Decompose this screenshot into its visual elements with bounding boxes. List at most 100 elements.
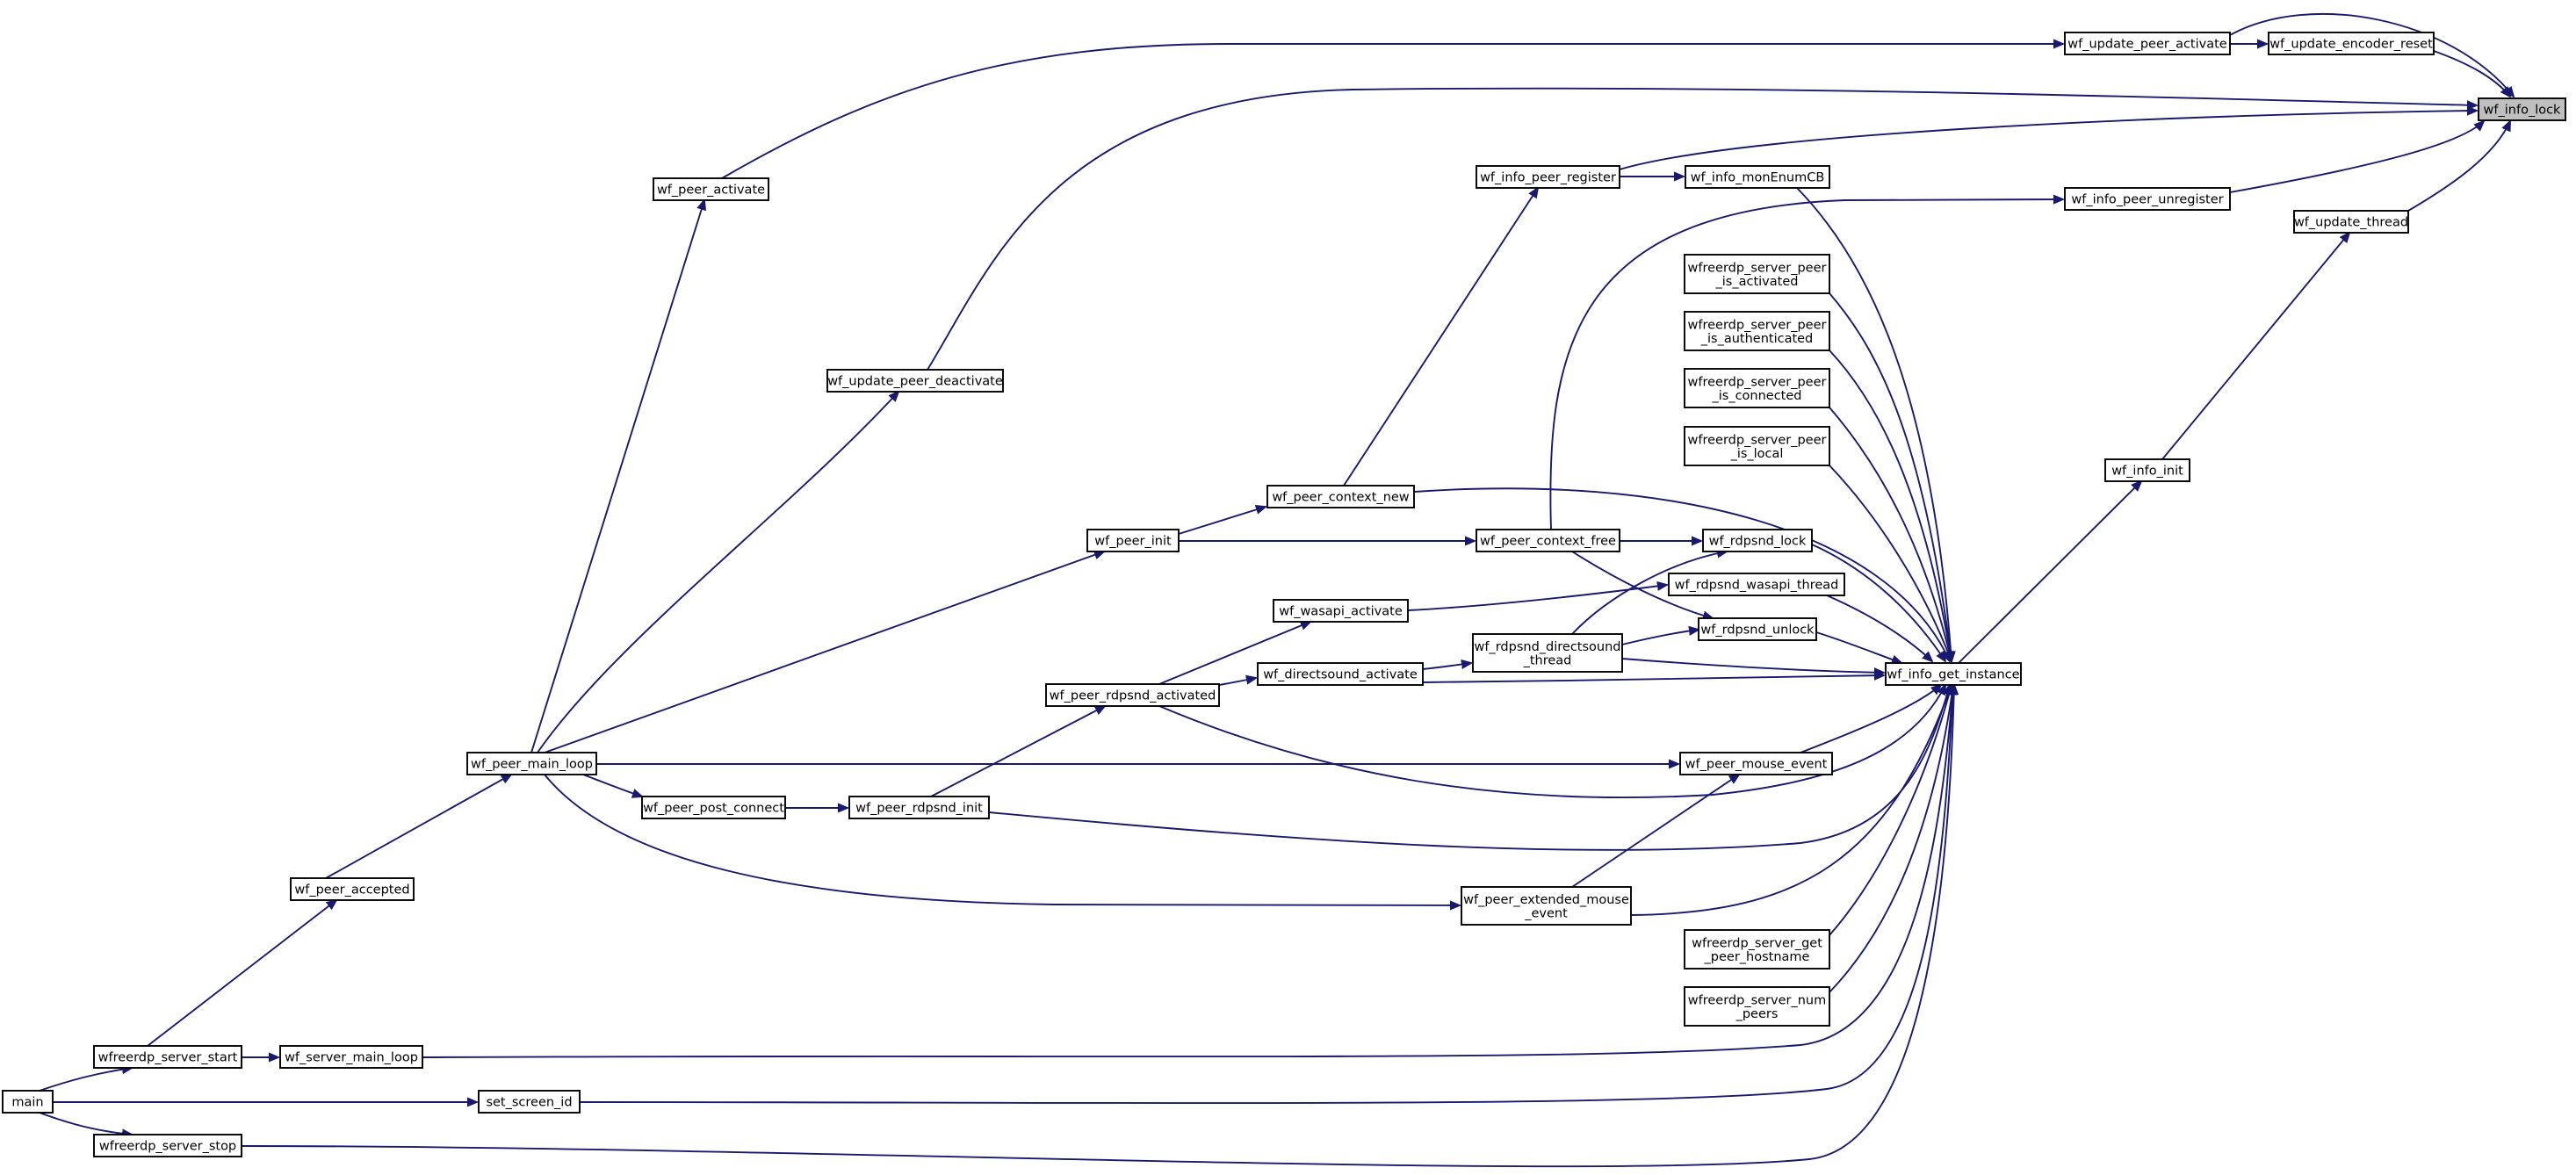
edges (39, 13, 2514, 1168)
node-box (1684, 426, 1830, 466)
node-box (1266, 485, 1415, 508)
node-wfreerdp_server_peer_is_connected[interactable]: wfreerdp_server_peer_is_connected (1684, 368, 1830, 408)
node-wfreerdp_server_peer_is_activated[interactable]: wfreerdp_server_peer_is_activated (1684, 254, 1830, 294)
edge-wfreerdp_server_stop-to-wf_info_get_instance (241, 685, 1954, 1168)
edge-wf_peer_rdpsnd_activated-to-wf_wasapi_activate (1158, 622, 1310, 685)
edge-wf_update_peer_deactivate-to-wf_info_lock (927, 87, 2477, 371)
node-wf_peer_init[interactable]: wf_peer_init (1086, 529, 1180, 552)
node-label: wf_peer_accepted (294, 883, 409, 897)
node-wfreerdp_server_peer_is_authenticated[interactable]: wfreerdp_server_peer_is_authenticated (1684, 311, 1830, 351)
node-box (2478, 97, 2566, 121)
node-label: wf_peer_mouse_event (1685, 758, 1828, 772)
node-label: wf_rdpsnd_lock (1709, 535, 1807, 549)
node-wf_server_main_loop[interactable]: wf_server_main_loop (279, 1045, 423, 1069)
node-label: _thread (1523, 653, 1572, 667)
node-box (1698, 617, 1817, 641)
node-box (1885, 662, 2022, 686)
edge-wf_info_get_instance-to-wf_info_init (1958, 481, 2141, 664)
node-label: wfreerdp_server_num (1688, 993, 1826, 1007)
node-box (1684, 368, 1830, 408)
node-main[interactable]: main (2, 1090, 54, 1114)
node-wf_rdpsnd_lock[interactable]: wf_rdpsnd_lock (1702, 529, 1813, 552)
node-label: wf_info_peer_register (1480, 171, 1616, 185)
node-label: wf_peer_main_loop (471, 758, 593, 772)
node-box (2, 1090, 54, 1114)
node-wf_peer_extended_mouse_event[interactable]: wf_peer_extended_mouse_event (1461, 886, 1632, 926)
node-set_screen_id[interactable]: set_screen_id (478, 1090, 581, 1114)
edge-wf_update_peer_activate-to-wf_info_lock (2229, 13, 2514, 97)
node-wf_peer_activate[interactable]: wf_peer_activate (653, 177, 769, 201)
node-wf_update_peer_deactivate[interactable]: wf_update_peer_deactivate (826, 369, 1004, 393)
edge-wfreerdp_server_peer_is_authenticated-to-wf_info_get_instance (1829, 350, 1952, 661)
node-label: main (11, 1096, 43, 1110)
node-wfreerdp_server_stop[interactable]: wfreerdp_server_stop (93, 1134, 242, 1157)
node-wf_update_thread[interactable]: wf_update_thread (2293, 210, 2409, 234)
node-wf_info_peer_unregister[interactable]: wf_info_peer_unregister (2064, 187, 2231, 211)
node-wf_info_init[interactable]: wf_info_init (2104, 458, 2190, 482)
node-label: _is_activated (1715, 275, 1799, 289)
node-box (1461, 886, 1632, 926)
node-label: wfreerdp_server_peer (1688, 433, 1827, 447)
node-label: _is_connected (1711, 389, 1801, 403)
edge-wf_peer_activate-to-wf_update_peer_activate (721, 44, 2063, 179)
node-box (2268, 32, 2435, 55)
node-wf_peer_mouse_event[interactable]: wf_peer_mouse_event (1679, 752, 1833, 775)
node-wf_peer_accepted[interactable]: wf_peer_accepted (290, 877, 415, 901)
node-wfreerdp_server_num_peers[interactable]: wfreerdp_server_num_peers (1684, 986, 1830, 1027)
edge-wf_info_peer_unregister-to-wf_info_lock (2229, 121, 2484, 193)
edge-wf_update_encoder_reset-to-wf_info_lock (2433, 50, 2510, 97)
node-wf_peer_context_new[interactable]: wf_peer_context_new (1266, 485, 1415, 508)
node-wf_update_encoder_reset[interactable]: wf_update_encoder_reset (2268, 32, 2435, 55)
node-label: wfreerdp_server_get (1692, 936, 1822, 950)
edge-wf_peer_context_free-to-wf_rdpsnd_unlock (1571, 551, 1713, 618)
node-box (1045, 683, 1220, 707)
edge-wf_rdpsnd_unlock-to-wf_info_get_instance (1815, 631, 1901, 663)
edge-wfreerdp_server_peer_is_activated-to-wf_info_get_instance (1829, 292, 1952, 661)
node-label: wf_directsound_activate (1263, 668, 1418, 682)
node-label: set_screen_id (486, 1096, 572, 1110)
node-label: wf_update_peer_activate (2067, 38, 2227, 52)
node-wfreerdp_server_start[interactable]: wfreerdp_server_start (93, 1045, 242, 1069)
node-label: wf_peer_context_new (1272, 491, 1409, 505)
node-box (2064, 187, 2231, 211)
node-wf_rdpsnd_wasapi_thread[interactable]: wf_rdpsnd_wasapi_thread (1668, 573, 1845, 596)
node-label: _event (1524, 906, 1568, 920)
node-label: wf_peer_context_free (1480, 535, 1616, 549)
node-wf_info_peer_register[interactable]: wf_info_peer_register (1476, 165, 1620, 189)
node-box (653, 177, 769, 201)
node-label: wf_server_main_loop (285, 1051, 418, 1065)
node-label: wf_peer_init (1094, 535, 1172, 549)
node-wf_rdpsnd_directsound_thread[interactable]: wf_rdpsnd_directsound_thread (1472, 633, 1623, 673)
node-wf_info_monEnumCB[interactable]: wf_info_monEnumCB (1685, 165, 1830, 189)
node-wf_wasapi_activate[interactable]: wf_wasapi_activate (1273, 599, 1409, 623)
edge-wf_wasapi_activate-to-wf_rdpsnd_wasapi_thread (1407, 585, 1667, 611)
edge-wf_peer_rdpsnd_init-to-wf_peer_rdpsnd_activated (930, 706, 1105, 797)
node-wf_info_get_instance[interactable]: wf_info_get_instance (1885, 662, 2022, 686)
edge-wf_directsound_activate-to-wf_info_get_instance (1422, 675, 1884, 683)
edge-wf_peer_main_loop-to-wf_peer_post_connect (582, 774, 642, 797)
node-wf_update_peer_activate[interactable]: wf_update_peer_activate (2064, 32, 2231, 55)
edge-wf_info_monEnumCB-to-wf_info_get_instance (1796, 187, 1952, 661)
node-box (641, 796, 786, 819)
edge-wfreerdp_server_start-to-wf_peer_accepted (147, 900, 336, 1047)
node-wfreerdp_server_get_peer_hostname[interactable]: wfreerdp_server_get_peer_hostname (1684, 929, 1830, 970)
edge-wf_rdpsnd_lock-to-wf_info_get_instance (1811, 544, 1945, 661)
node-wf_peer_main_loop[interactable]: wf_peer_main_loop (466, 752, 597, 775)
node-label: wfreerdp_server_peer (1688, 261, 1827, 275)
node-wf_rdpsnd_unlock[interactable]: wf_rdpsnd_unlock (1698, 617, 1817, 641)
node-wf_peer_post_connect[interactable]: wf_peer_post_connect (641, 796, 786, 819)
edge-wf_info_init-to-wf_update_thread (2161, 233, 2349, 460)
node-wf_peer_rdpsnd_activated[interactable]: wf_peer_rdpsnd_activated (1045, 683, 1220, 707)
node-wf_directsound_activate[interactable]: wf_directsound_activate (1257, 662, 1424, 686)
edge-wf_peer_init-to-wf_peer_context_new (1178, 507, 1266, 535)
node-label: wf_peer_post_connect (643, 802, 784, 816)
node-wf_peer_rdpsnd_init[interactable]: wf_peer_rdpsnd_init (848, 796, 990, 819)
node-wfreerdp_server_peer_is_local[interactable]: wfreerdp_server_peer_is_local (1684, 426, 1830, 466)
node-label: wf_rdpsnd_directsound (1475, 640, 1621, 654)
node-label: wf_info_get_instance (1887, 668, 2019, 682)
node-wf_peer_context_free[interactable]: wf_peer_context_free (1476, 529, 1620, 552)
node-label: wf_info_init (2111, 465, 2183, 479)
node-wf_info_lock[interactable]: wf_info_lock (2478, 97, 2566, 121)
edge-wf_peer_rdpsnd_activated-to-wf_info_get_instance (1158, 685, 1945, 799)
